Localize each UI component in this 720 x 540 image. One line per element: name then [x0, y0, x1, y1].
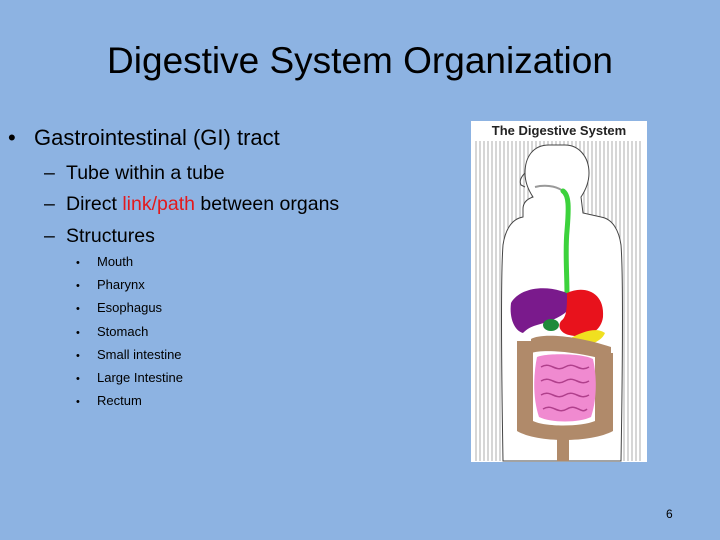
sub-bullet-tube: –Tube within a tube — [44, 158, 225, 188]
sub-bullet-structures-text: Structures — [66, 225, 155, 247]
sub-bullet-direct: –Direct link/path between organs — [44, 189, 339, 219]
esophagus-shape — [560, 188, 571, 299]
sub-bullet-direct-prefix: Direct — [66, 193, 123, 215]
small-intestine-shape — [534, 354, 596, 422]
bullet-dot-icon: • — [76, 373, 80, 386]
list-item: • Pharynx — [76, 274, 183, 297]
list-item: • Small intestine — [76, 344, 183, 367]
list-item: • Large Intestine — [76, 367, 183, 390]
rectum-shape — [557, 439, 569, 461]
structures-list: • Mouth • Pharynx • Esophagus • Stomach • Sma… — [76, 251, 183, 413]
dash-icon: – — [44, 162, 55, 184]
digestive-system-figure: The Digestive System — [471, 121, 647, 462]
bullet-dot-icon: • — [76, 257, 80, 269]
list-item: • Stomach — [76, 321, 183, 344]
gallbladder-shape — [543, 319, 559, 331]
sub-bullet-direct-highlight: link/path — [122, 193, 195, 215]
slide-title: Digestive System Organization — [107, 40, 613, 81]
sub-bullet-tube-text: Tube within a tube — [66, 162, 225, 184]
bullet-dot-icon: • — [76, 280, 80, 293]
figure-title: The Digestive System — [491, 123, 627, 138]
bullet-dot-icon: • — [76, 303, 80, 316]
digestive-system-illustration — [475, 141, 643, 462]
structure-large-intestine: Large Intestine — [97, 370, 184, 386]
large-intestine-shape — [517, 341, 613, 440]
bullet-dot-icon: • — [76, 349, 80, 362]
structure-pharynx: Pharynx — [97, 277, 145, 293]
list-item: • Rectum — [76, 390, 183, 413]
bullet-gi-tract-text: Gastrointestinal (GI) tract — [34, 125, 280, 150]
structure-small-intestine: Small intestine — [97, 346, 182, 362]
dash-icon: – — [44, 193, 55, 215]
face-profile — [519, 172, 526, 188]
structure-esophagus: Esophagus — [97, 300, 163, 316]
transverse-colon-shape — [531, 335, 611, 361]
bullet-dot-icon: • — [8, 125, 16, 150]
dash-icon: – — [44, 225, 55, 247]
structure-stomach: Stomach — [97, 323, 149, 339]
list-item: • Mouth — [76, 251, 183, 274]
mouth-shape — [534, 184, 564, 192]
bullet-dot-icon: • — [76, 326, 80, 339]
structure-rectum: Rectum — [97, 393, 142, 409]
list-item: • Esophagus — [76, 297, 183, 320]
structure-mouth: Mouth — [97, 254, 134, 269]
sub-bullet-structures: –Structures — [44, 221, 155, 251]
liver-shape — [510, 288, 573, 333]
stomach-shape — [559, 289, 604, 337]
bullet-gi-tract: • Gastrointestinal (GI) tract — [8, 123, 280, 153]
small-intestine-coils — [540, 364, 590, 412]
sub-bullet-direct-suffix: between organs — [194, 193, 340, 215]
bullet-dot-icon: • — [76, 396, 80, 409]
page-number: 6 — [666, 507, 673, 521]
